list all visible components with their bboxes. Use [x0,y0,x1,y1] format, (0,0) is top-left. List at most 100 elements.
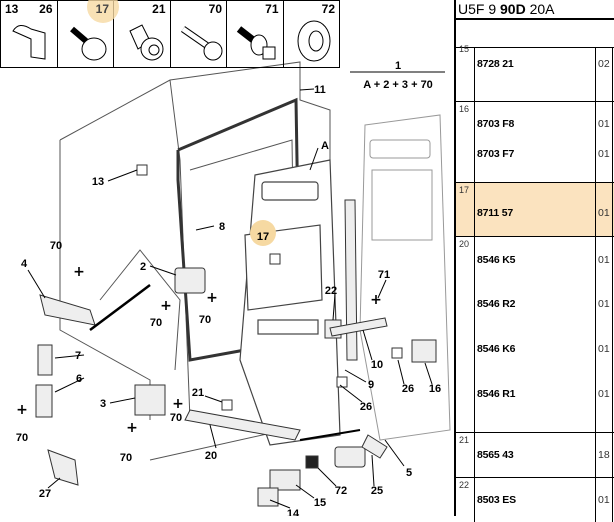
thumb-label: 13 [5,2,19,16]
thumb-label: 17 [95,2,109,16]
callout: 3 [100,398,106,410]
svg-text:+: + [73,264,85,280]
ref-number: 20 [459,239,470,249]
callout: 26 [360,401,372,413]
thumbnail-grommet[interactable]: 72 [284,1,340,67]
table-row[interactable]: 15 8728 21 02 [456,44,614,102]
quantity: 01 [598,118,610,130]
callout: 70 [150,317,162,329]
callout: 2 [140,261,146,273]
thumb-label: 72 [321,2,335,16]
callout: 70 [50,240,62,252]
callout: 10 [371,359,383,371]
ref-number: 21 [459,435,470,445]
svg-text:+: + [160,298,172,314]
kit-contents: A + 2 + 3 + 70 [363,79,433,91]
part-number[interactable]: 8703 F7 [477,148,515,160]
callout: 22 [325,285,337,297]
part-number[interactable]: 8546 R2 [477,298,516,310]
header-bold: 90D [500,1,526,17]
part-number[interactable]: 8546 K6 [477,343,516,355]
callout: 8 [219,221,225,233]
quantity: 01 [598,298,610,310]
exploded-parts-diagram: +++ +++ + 1 A + 2 + 3 + 70 11 13 A 8 17 … [16,60,451,516]
svg-text:+: + [126,420,138,436]
part-number[interactable]: 8565 43 [477,449,514,461]
table-row[interactable]: 16 8703 F8 01 8703 F7 01 [456,102,614,183]
callout: 9 [368,379,374,391]
table-row[interactable]: 20 8546 K5 01 8546 R2 01 8546 K6 01 8546… [456,237,614,433]
callout: 16 [429,383,441,395]
svg-text:+: + [206,290,218,306]
callout: 13 [92,176,104,188]
part-number[interactable]: 8711 57 [477,207,513,219]
thumbnail-bolt-washer[interactable]: 71 [227,1,284,67]
svg-text:+: + [370,292,382,308]
callout: 70 [170,412,182,424]
ref-number: 16 [459,104,470,114]
header-prefix: U5F 9 [458,1,501,17]
callout: 70 [16,432,28,444]
quantity: 01 [598,343,610,355]
quantity: 01 [598,207,610,219]
rear-door-rear-view [359,114,451,441]
header-suffix: 20A [525,1,555,17]
table-row-selected[interactable]: 17 8711 57 01 [456,183,614,237]
callout: 70 [120,452,132,464]
thumb-label: 21 [152,2,166,16]
callout: 17 [257,231,269,243]
part-number[interactable]: 8728 21 [477,58,514,70]
thumbnail-clip-nut[interactable]: 13 26 [1,1,58,67]
clip-nut-icon [12,25,46,60]
callout: 72 [335,485,347,497]
thumbnail-push-clip[interactable]: 21 [114,1,171,67]
callout: 25 [371,485,383,497]
thumb-label: 26 [39,2,53,16]
quantity: 01 [598,494,610,506]
svg-text:+: + [16,402,28,418]
callout: 71 [378,269,390,281]
highlight-circle [87,0,119,23]
callout: 7 [75,350,81,362]
grommet-icon [297,20,330,62]
table-row[interactable]: 22 8503 ES 01 [456,478,614,522]
plus-markers: + + + + + + + [16,264,382,436]
svg-text:+: + [172,396,184,412]
callout: 26 [402,383,414,395]
plastic-rivet-icon [69,26,106,61]
callout: 27 [39,488,51,500]
leader-lines [27,71,445,509]
callout: A [321,140,329,152]
push-clip-icon [129,24,164,61]
callout: 4 [21,258,28,270]
fastener-thumbnails: 13 26 17 21 70 71 72 [0,0,340,68]
thumb-label: 71 [265,2,279,16]
callout: 6 [76,373,82,385]
part-number[interactable]: 8503 ES [477,494,516,506]
thumbnail-torx-screw[interactable]: 70 [171,1,227,67]
callout: 15 [314,497,326,509]
quantity: 02 [598,58,610,70]
table-header: U5F 9 90D 20A [456,0,614,20]
rear-door-A [239,159,341,446]
thumbnail-plastic-rivet[interactable]: 17 [58,0,119,67]
callout-highlight-17 [250,220,276,246]
ref-number: 15 [459,44,470,54]
kit-number: 1 [395,60,401,72]
part-number[interactable]: 8546 K5 [477,254,516,266]
quantity: 01 [598,254,610,266]
parts-table: U5F 9 90D 20A 15 8728 21 02 16 8703 F8 0… [454,0,614,522]
quantity: 01 [598,388,610,400]
part-number[interactable]: 8703 F8 [477,118,515,130]
blank-row [456,20,614,48]
callout: 20 [205,450,217,462]
part-number[interactable]: 8546 R1 [477,388,516,400]
quantity: 18 [598,449,610,461]
ref-number: 17 [459,185,470,195]
table-row[interactable]: 21 8565 43 18 [456,433,614,478]
callout: 70 [199,314,211,326]
bolt-washer-icon [236,26,276,60]
thumb-label: 70 [208,2,222,16]
hinges-and-parts [35,164,437,507]
callout: 14 [287,508,300,516]
